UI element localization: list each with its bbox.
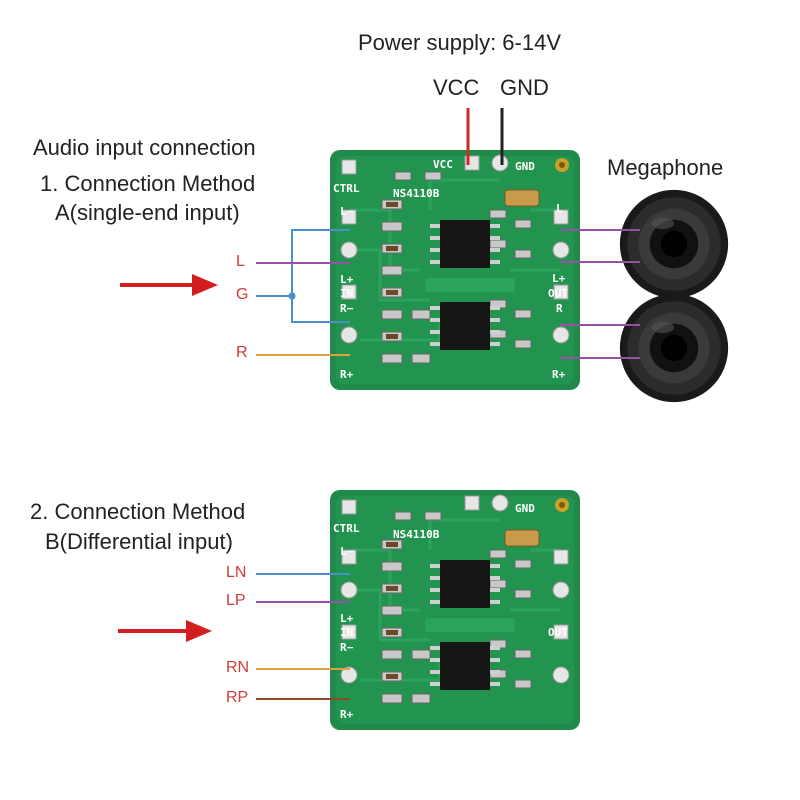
silk-outl-a: L	[556, 202, 563, 215]
amplifier-board-a	[330, 150, 580, 390]
vcc-label: VCC	[433, 75, 480, 100]
method-b-line2: B(Differential input)	[45, 529, 233, 554]
silk-ctrl-b: CTRL	[333, 522, 360, 535]
pin-label-r: R	[236, 344, 248, 361]
silk-vcc-a: VCC	[433, 158, 453, 171]
pin-label-lp: LP	[226, 592, 246, 609]
method-a-line1: 1. Connection Method	[40, 171, 256, 196]
wire-l-minus	[291, 229, 350, 323]
silk-ctrl-a: CTRL	[333, 182, 360, 195]
silk-in-a: IN	[340, 287, 353, 300]
input-arrow-b	[118, 620, 212, 642]
silk-gnd-b: GND	[515, 502, 535, 515]
speaker-2	[619, 293, 729, 403]
silk-outlp-a: L+	[552, 272, 566, 285]
amplifier-board-b	[330, 490, 580, 730]
silk-rplus-a: R+	[340, 368, 354, 381]
silk-chip-a: NS4110B	[393, 187, 440, 200]
pin-label-ln: LN	[226, 564, 247, 581]
power-supply-title: Power supply: 6-14V	[358, 30, 561, 55]
method-a-line2: A(single-end input)	[55, 200, 240, 225]
input-arrow-a	[120, 274, 218, 296]
method-b-line1: 2. Connection Method	[30, 499, 246, 524]
pin-label-l: L	[236, 253, 245, 270]
pin-label-rn: RN	[226, 659, 250, 676]
pin-label-g: G	[236, 286, 249, 303]
silk-lplus-b: L+	[340, 612, 354, 625]
silk-lplus-a: L+	[340, 273, 354, 286]
silk-chip-b: NS4110B	[393, 528, 440, 541]
silk-lminus-b: L−	[340, 545, 354, 558]
silk-lminus-a: L−	[340, 205, 354, 218]
silk-outrp-a: R+	[552, 368, 566, 381]
pin-label-rp: RP	[226, 689, 249, 706]
silk-out-b: OUT	[548, 626, 568, 639]
silk-rminus-a: R−	[340, 302, 354, 315]
silk-in-b: IN	[340, 626, 353, 639]
speaker-1	[619, 189, 729, 299]
junction-dot	[288, 292, 296, 300]
audio-input-heading: Audio input connection	[33, 135, 256, 160]
silk-gnd-a: GND	[515, 160, 535, 173]
silk-outr-a: R	[556, 302, 563, 315]
megaphone-label: Megaphone	[607, 155, 724, 180]
gnd-label: GND	[500, 75, 549, 100]
silk-out-a: OUT	[548, 287, 568, 300]
silk-rminus-b: R−	[340, 641, 354, 654]
silk-rplus-b: R+	[340, 708, 354, 721]
